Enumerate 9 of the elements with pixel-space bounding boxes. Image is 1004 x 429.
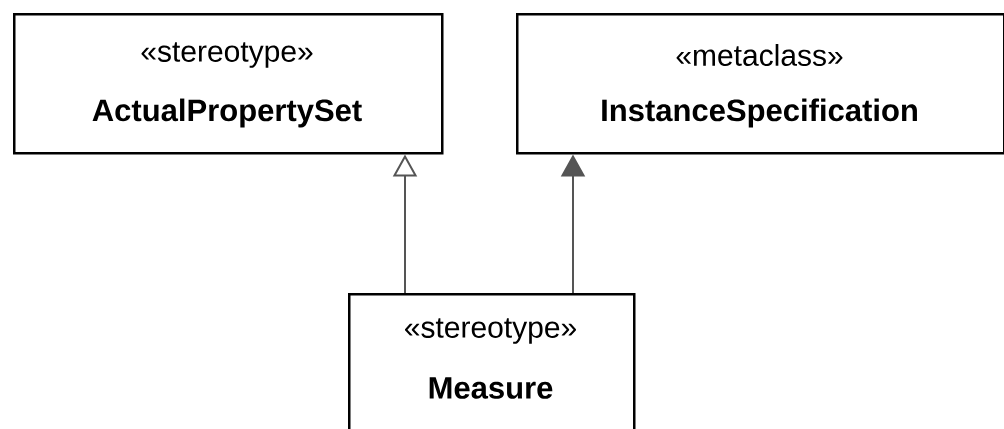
- class-name: Measure: [429, 377, 553, 399]
- stereotype-label: «stereotype»: [141, 42, 313, 68]
- class-box: [516, 13, 1004, 155]
- stereotype-label: «metaclass»: [676, 44, 843, 66]
- class-box: [13, 13, 444, 155]
- class-name: InstanceSpecification: [602, 98, 917, 128]
- stereotype-label: «stereotype»: [405, 318, 576, 344]
- class-name: ActualPropertySet: [92, 98, 362, 128]
- class-box: [348, 293, 636, 429]
